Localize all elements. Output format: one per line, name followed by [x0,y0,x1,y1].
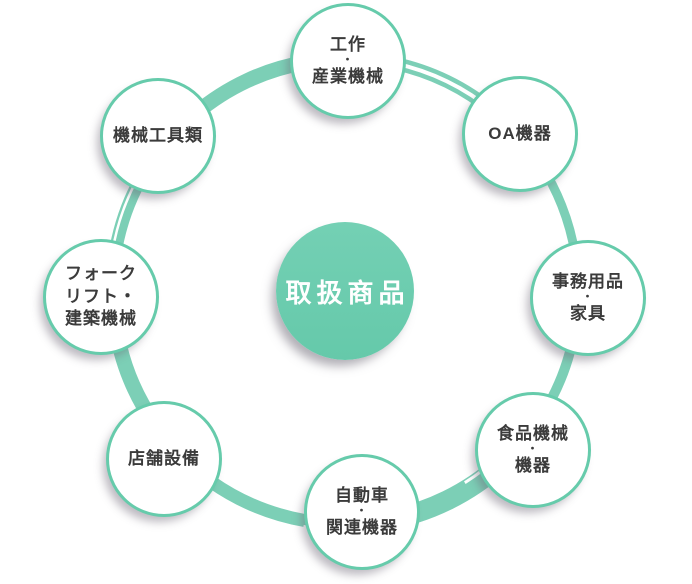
interpunct-separator: ・ [527,443,539,456]
category-bubble-forklift-construction-machinery: フォーク リフト・ 建築機械 [43,239,159,355]
ring-brush-top-left [191,55,307,120]
category-label-line: リフト・ [65,286,137,306]
category-label-line: 機械工具類 [113,125,203,145]
category-label-line: フォーク [65,264,137,284]
category-label-line: 家具 [570,303,606,323]
category-bubble-industrial-machinery: 工作 ・ 産業機械 [290,3,406,119]
category-bubble-store-equipment: 店舗設備 [106,401,222,517]
category-label-line: 機器 [515,455,551,475]
category-label-line: OA機器 [488,123,552,143]
category-label-line: 店舗設備 [128,448,200,468]
category-label-line: 自動車 [335,485,389,505]
center-label: 取扱商品 [285,277,410,308]
interpunct-separator: ・ [342,54,354,67]
category-label-line: 建築機械 [65,309,137,329]
category-bubble-oa-equipment: OA機器 [462,76,578,192]
ring-brush-bottom-left [207,476,306,527]
category-label-line: 食品機械 [497,423,569,443]
category-bubble-machine-tools: 機械工具類 [100,78,216,194]
category-label-line: 関連機器 [326,517,398,537]
interpunct-separator: ・ [356,505,368,518]
interpunct-separator: ・ [582,291,594,304]
category-label-line: 事務用品 [552,271,624,291]
category-label-line: 産業機械 [312,66,384,86]
category-bubble-food-machinery-equipment: 食品機械 ・ 機器 [475,392,591,508]
center-bubble-handled-products: 取扱商品 [276,222,414,360]
category-bubble-office-supplies-furniture: 事務用品 ・ 家具 [530,240,646,356]
category-bubble-automobile-related-equipment: 自動車 ・ 関連機器 [304,454,420,570]
category-label-line: 工作 [330,34,366,54]
